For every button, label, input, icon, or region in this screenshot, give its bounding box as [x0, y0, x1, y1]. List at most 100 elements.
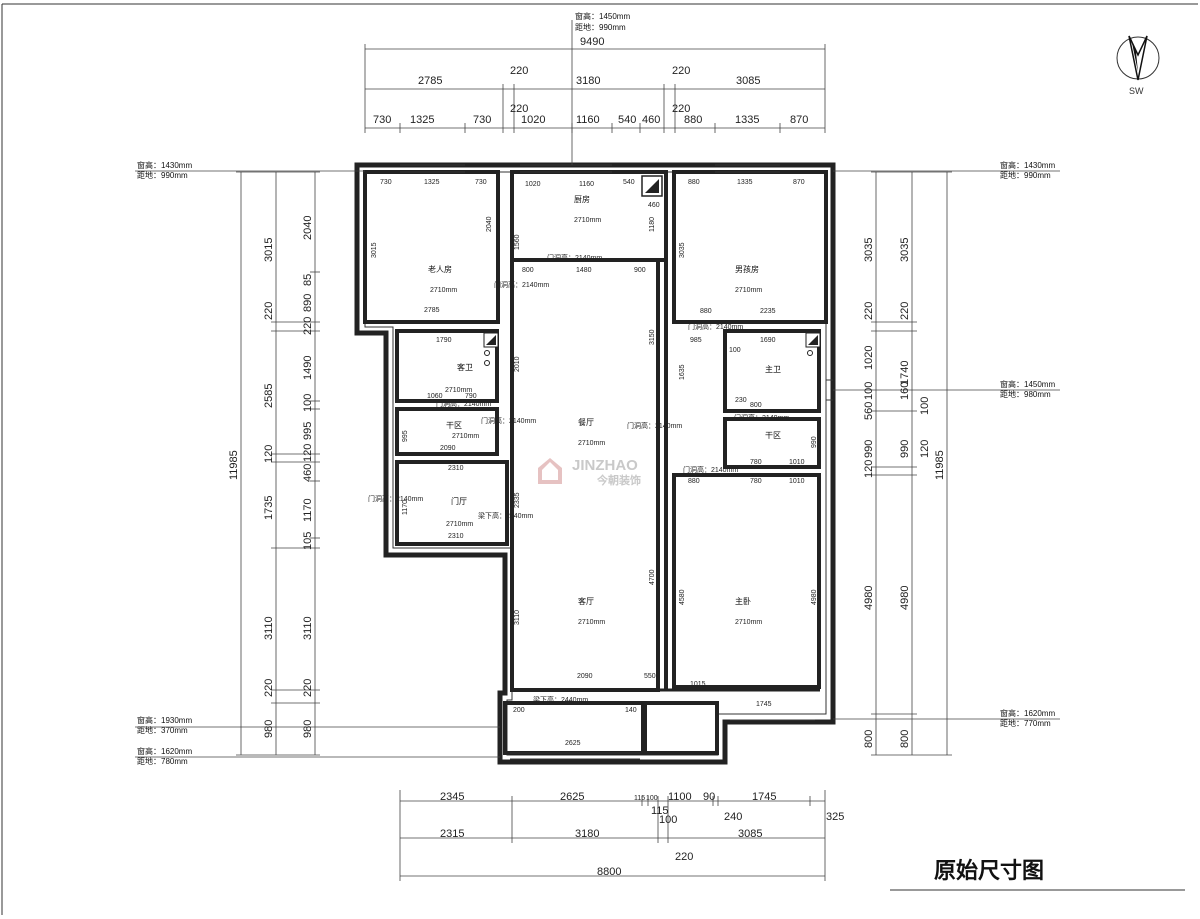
outer-wall: [354, 162, 836, 765]
inner-dim-39: 4980: [811, 589, 818, 605]
inner-dim-43: 1010: [789, 459, 805, 466]
dim-right-a-1: 220: [863, 302, 875, 320]
dim-left-a-0: 3015: [263, 238, 275, 262]
inner-dim-53: 1560: [514, 234, 521, 250]
inner-dim-21: 1690: [760, 337, 776, 344]
door-note-boy: 门洞高：2140mm: [688, 322, 743, 331]
dim-top-detail-9: 870: [790, 114, 808, 126]
inner-dim-42: 780: [750, 459, 762, 466]
dim-left-a-4: 1735: [263, 496, 275, 520]
room-foyer: 门厅: [451, 496, 467, 506]
inner-dim-26: 2310: [448, 465, 464, 472]
inner-dim-5: 540: [623, 179, 635, 186]
room-master-bath: 主卫: [765, 364, 781, 374]
dim-top-mid-2: 3180: [576, 75, 600, 87]
door-note-kitchen: 门洞高：2140mm: [547, 253, 602, 262]
room-kitchen: 厨房: [574, 194, 590, 204]
dim-bottom-r1-6: 240: [724, 811, 742, 823]
dim-left-a-3: 120: [263, 445, 275, 463]
note-win-left-bottom2-1: 窗高：1620mm: [137, 746, 192, 756]
door-note-elder: 门洞高：2140mm: [494, 280, 549, 289]
room-foyer-height: 2710mm: [446, 521, 473, 528]
dim-top-detail-4: 1160: [576, 114, 600, 126]
watermark-brand-cn: 今朝装饰: [596, 473, 641, 487]
beam-note-2: 梁下高：2440mm: [533, 695, 588, 704]
dim-left-b-13: 980: [302, 720, 314, 738]
room-kitchen-height: 2710mm: [574, 217, 601, 224]
inner-dim-30: 2010: [514, 356, 521, 372]
inner-dim-15: 900: [634, 267, 646, 274]
inner-dim-33: 3110: [514, 610, 521, 625]
inner-dim-13: 800: [522, 267, 534, 274]
windows: [400, 164, 833, 760]
dim-bottom-r1-3: 100: [646, 795, 658, 802]
room-living: 客厅: [578, 596, 594, 606]
inner-dim-51: 200: [513, 707, 525, 714]
dim-right-b-1: 220: [899, 302, 911, 320]
dim-left-b-1: 85: [302, 274, 314, 286]
dim-left-a-7: 980: [263, 720, 275, 738]
dim-text-left: 11985 3015 220 2585 120 1735 3110 220 98…: [228, 216, 314, 738]
dim-left-b-11: 3110: [302, 616, 314, 640]
dim-top-detail-6: 460: [642, 114, 660, 126]
inner-dim-14: 1480: [576, 267, 592, 274]
inner-dim-1: 1325: [424, 179, 440, 186]
room-master-height: 2710mm: [735, 619, 762, 626]
note-win-right-mid-1: 窗高：1450mm: [1000, 379, 1055, 389]
dim-bottom-r1-7: 1745: [752, 791, 776, 803]
dim-bottom-220: 220: [675, 851, 693, 863]
note-win-left-bottom1-2: 距地：370mm: [137, 725, 188, 735]
inner-dim-10: 3015: [371, 242, 378, 258]
inner-dim-49: 100: [729, 347, 741, 354]
compass-icon: [1116, 35, 1160, 81]
inner-dim-9: 870: [793, 179, 805, 186]
watermark-brand-en: JINZHAO: [572, 457, 638, 474]
inner-dim-11: 2040: [486, 216, 493, 232]
dim-right-a-4: 560: [863, 402, 875, 420]
note-win-right-top-1: 窗高：1430mm: [1000, 160, 1055, 170]
dim-left-b-6: 995: [302, 422, 314, 440]
dim-right-b-4: 100: [919, 397, 931, 415]
dim-lines-bottom: [399, 790, 826, 881]
inner-dim-54: 1180: [649, 217, 656, 232]
inner-dim-24: 790: [465, 393, 477, 400]
door-note-guest-bath: 门洞高：2140mm: [436, 399, 491, 408]
dim-right-b-6: 120: [919, 440, 931, 458]
inner-dim-35: 550: [644, 673, 656, 680]
dim-left-a-6: 220: [263, 679, 275, 697]
inner-dim-36: 2625: [565, 740, 581, 747]
dim-bottom-r1-4: 1100: [668, 791, 692, 803]
dim-bottom-total: 8800: [597, 866, 621, 878]
beam-note-1: 梁下高：2440mm: [478, 511, 533, 520]
dim-right-a-3: 100: [863, 382, 875, 400]
dim-right-b-7: 4980: [899, 586, 911, 610]
dim-lines-top: [364, 20, 826, 165]
inner-dim-19: 2235: [760, 308, 776, 315]
dim-top-detail-0: 730: [373, 114, 391, 126]
inner-dims: 730 1325 730 1020 1160 540 460 880 1335 …: [371, 179, 818, 747]
dim-right-b-0: 3035: [899, 238, 911, 262]
dim-lines-left: [236, 171, 320, 756]
door-note-foyer: 门洞高：2140mm: [368, 494, 423, 503]
outer-wall-inner-line: [364, 171, 827, 756]
dim-left-b-0: 2040: [302, 216, 314, 240]
dim-right-b-8: 800: [899, 730, 911, 748]
note-win-left-bottom1-1: 窗高：1930mm: [137, 715, 192, 725]
inner-dim-46: 1010: [789, 478, 805, 485]
dim-right-total: 11985: [934, 450, 946, 480]
dim-top-detail-1: 1325: [410, 114, 434, 126]
room-guest-bath-height: 2710mm: [445, 387, 472, 394]
dim-top-mid2-1: 220: [672, 103, 690, 115]
dim-bottom-r1-1: 2625: [560, 791, 584, 803]
inner-dim-28: 995: [402, 430, 409, 442]
inner-dim-18: 880: [700, 308, 712, 315]
inner-dim-34: 2090: [577, 673, 593, 680]
room-dry-left: 干区: [446, 421, 462, 430]
inner-dim-7: 880: [688, 179, 700, 186]
dim-right-a-8: 800: [863, 730, 875, 748]
dim-left-a-1: 220: [263, 302, 275, 320]
dim-right-a-6: 120: [863, 460, 875, 478]
dim-top-total: 9490: [580, 36, 604, 48]
inner-dim-47: 990: [811, 436, 818, 448]
inner-dim-37: 1015: [690, 681, 706, 688]
